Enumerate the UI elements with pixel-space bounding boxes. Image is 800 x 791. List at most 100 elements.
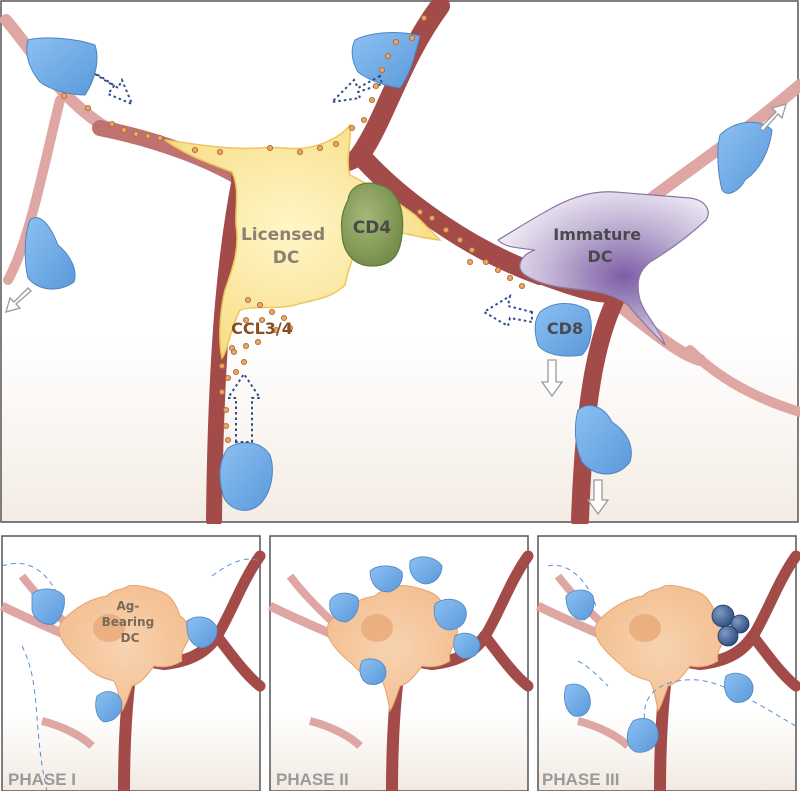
chemokine-dot [494,266,502,274]
arrow-icon [540,359,564,398]
chemokine-dot [218,362,226,370]
chemokine-dot [468,246,476,254]
chemokine-dot [242,316,250,324]
t-cell [186,616,218,649]
arrow-icon [586,479,610,516]
t-cell [453,632,481,659]
t-cell [717,121,773,194]
chemokine-dot [108,120,116,128]
chemokine-dot [216,148,224,156]
chemokine-label: CCL3/4 [231,319,293,338]
cd4-cell [340,182,404,267]
chemokine-dot [280,314,288,322]
chemokine-dot [332,140,340,148]
arrow-icon [94,73,134,106]
chemokine-dot [240,358,248,366]
cd8-cell [534,303,592,357]
arrow-icon [226,372,262,443]
chemokine-dot [120,126,128,134]
cd4-label: CD4 [353,218,392,238]
chemokine-dot [518,282,526,290]
chemokine-dot [416,208,424,216]
chemokine-dot [156,134,164,142]
immature-dc-cell [497,191,709,346]
chemokine-dot [132,130,140,138]
t-cell [433,598,467,631]
chemokine-dot [372,82,380,90]
licensed-dc-label: Licensed DC [241,225,331,268]
chemokine-dot [224,374,232,382]
chemokine-dot [384,52,392,60]
phase-1-label: PHASE I [8,770,76,789]
chemokine-dot [378,66,386,74]
chemokine-dot [466,258,474,266]
chemokine-dot [218,388,226,396]
chemokine-dot [360,116,368,124]
t-cell [26,37,98,96]
t-cell [329,592,359,623]
chemokine-dot [392,38,400,46]
chemokine-dot [244,296,252,304]
chemokine-dot [222,422,230,430]
t-cell [565,589,595,621]
t-cell [359,658,387,685]
phase-panels: Ag- Bearing DC PHASE I PHASE II [0,535,800,791]
t-cell [369,565,403,593]
t-cell [351,32,421,89]
chemokine-dot [242,342,250,350]
arrow-icon [759,103,787,132]
t-cell [574,405,632,475]
chemokine-dot [482,258,490,266]
phase-3-label: PHASE III [542,770,619,789]
chemokine-dot [428,214,436,222]
t-cell [564,683,591,717]
chemokine-dots [60,14,526,444]
chemokine-dot [348,124,356,132]
chemokine-dot [232,368,240,376]
t-cell [409,556,443,585]
chemokine-dot [254,338,262,346]
t-cell [95,691,123,723]
t-cell [24,217,76,290]
chemokine-dot [408,34,416,42]
chemokine-dot [256,301,264,309]
chemokine-dot [258,316,266,324]
chemokine-dot [222,406,230,414]
chemokine-dot [456,236,464,244]
cd8-label: CD8 [547,319,583,338]
outward-arrows [5,103,787,516]
chemokine-dot [442,226,450,234]
chemokine-dot [368,96,376,104]
arrow-icon [329,74,384,104]
immature-dc-label: Immature DC [553,225,646,266]
ag-bearing-dc-label: Ag- Bearing DC [102,599,159,645]
chemokine-dot [230,348,238,356]
phase-2-label: PHASE II [276,770,349,789]
phase-1-panel: Ag- Bearing DC PHASE I [2,536,260,791]
t-cells [24,32,773,511]
chemokine-dot [144,132,152,140]
chemokine-dot [224,436,232,444]
chemokine-dot [60,92,68,100]
t-cell [626,718,659,753]
activated-t-cell [730,614,750,634]
t-cell [724,672,754,703]
arrow-icon [482,293,533,328]
migration-arrows [94,73,533,443]
t-cell [31,588,65,625]
activated-t-cell [717,625,739,647]
chemokine-dot [268,308,276,316]
chemokine-dot [506,274,514,282]
arrow-icon [5,287,32,313]
chemokine-dot [191,146,199,154]
t-cell [219,442,273,511]
chemokine-dot [296,148,304,156]
chemokine-dot [272,326,280,334]
phase-2-panel: PHASE II [270,536,528,791]
main-diagram: Licensed DC CD4 Immature DC CD8 CCL3/4 [0,0,800,524]
chemokine-dot [286,324,294,332]
chemokine-dot [84,104,92,112]
phase-3-panel: PHASE III [538,536,796,791]
chemokine-dot [266,144,274,152]
chemokine-dot [316,144,324,152]
